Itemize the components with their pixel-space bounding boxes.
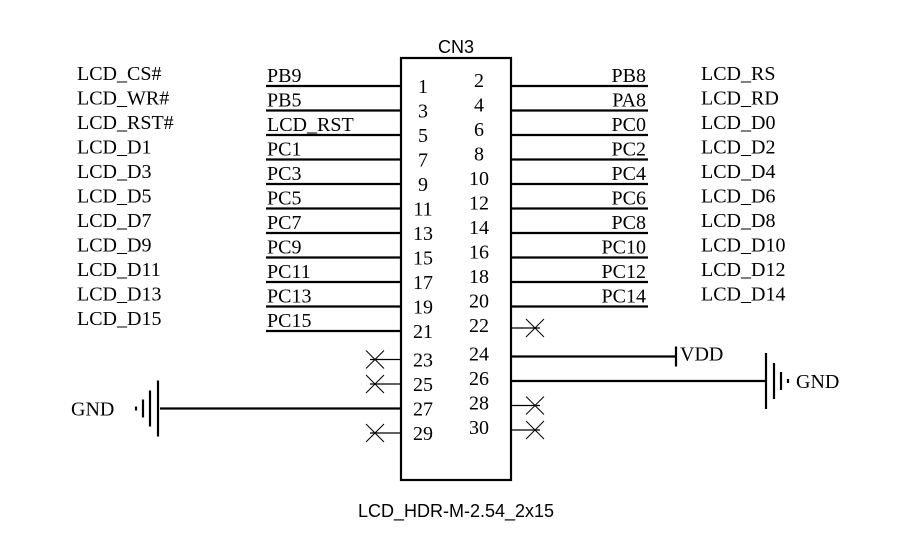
net-label-PC14: PC14 <box>602 286 646 308</box>
pin-number-25: 25 <box>413 374 433 396</box>
pin-rows: 1PB9LCD_CS#3PB5LCD_WR#5LCD_RSTLCD_RST#7P… <box>77 63 785 445</box>
pin-number-8: 8 <box>474 144 484 166</box>
pin-number-29: 29 <box>413 423 433 445</box>
signal-label-LCD_D10: LCD_D10 <box>701 235 785 257</box>
net-label-PB5: PB5 <box>267 90 301 112</box>
signal-label-LCD_D14: LCD_D14 <box>701 284 785 306</box>
no-connect-mark-pin-25 <box>365 374 385 394</box>
signal-label-LCD_D9: LCD_D9 <box>77 235 151 257</box>
net-label-PC3: PC3 <box>267 163 301 185</box>
signal-label-LCD_D1: LCD_D1 <box>77 137 151 159</box>
pin-number-3: 3 <box>418 101 428 123</box>
pin-number-22: 22 <box>469 315 489 337</box>
pin-number-24: 24 <box>469 344 489 366</box>
gnd-label-left: GND <box>71 399 114 421</box>
signal-label-LCD_D7: LCD_D7 <box>77 210 151 232</box>
no-connect-mark-pin-28 <box>525 396 545 415</box>
pin-number-28: 28 <box>469 393 489 415</box>
net-label-PC12: PC12 <box>602 261 646 283</box>
pin-number-13: 13 <box>413 223 433 245</box>
signal-label-LCD_D12: LCD_D12 <box>701 259 785 281</box>
pin-number-27: 27 <box>413 399 433 421</box>
net-label-PC7: PC7 <box>267 212 301 234</box>
net-label-PC6: PC6 <box>612 188 646 210</box>
signal-label-LCD_D15: LCD_D15 <box>77 308 161 330</box>
pin-number-1: 1 <box>418 76 428 98</box>
pin-number-30: 30 <box>469 417 489 439</box>
pin-number-16: 16 <box>469 242 489 264</box>
signal-label-LCD_RST#: LCD_RST# <box>77 112 174 134</box>
signal-label-LCD_D6: LCD_D6 <box>701 186 775 208</box>
gnd-label-right: GND <box>796 371 839 393</box>
pin-number-2: 2 <box>474 70 484 92</box>
pin-number-4: 4 <box>474 95 484 117</box>
pin-number-26: 26 <box>469 368 489 390</box>
pin-number-9: 9 <box>418 174 428 196</box>
connector-part-name: LCD_HDR-M-2.54_2x15 <box>358 501 554 522</box>
vdd-label: VDD <box>680 344 723 366</box>
net-label-PC10: PC10 <box>602 237 646 259</box>
net-label-PC5: PC5 <box>267 188 301 210</box>
net-label-PC0: PC0 <box>612 114 646 136</box>
no-connect-mark-pin-22 <box>525 318 545 338</box>
connector-body <box>399 56 513 482</box>
pin-number-18: 18 <box>469 266 489 288</box>
signal-label-LCD_D8: LCD_D8 <box>701 210 775 232</box>
pin-number-19: 19 <box>413 297 433 319</box>
pin-number-10: 10 <box>469 168 489 190</box>
net-label-PC8: PC8 <box>612 212 646 234</box>
signal-label-LCD_CS#: LCD_CS# <box>77 63 161 85</box>
net-label-PA8: PA8 <box>612 90 646 112</box>
signal-label-LCD_D0: LCD_D0 <box>701 112 775 134</box>
pin-number-7: 7 <box>418 150 428 172</box>
pin-number-20: 20 <box>469 291 489 313</box>
net-label-PB8: PB8 <box>612 65 646 87</box>
pin-number-14: 14 <box>469 217 489 239</box>
pin-number-17: 17 <box>413 272 433 294</box>
pin-number-11: 11 <box>413 199 432 221</box>
no-connect-mark-pin-29 <box>365 423 385 443</box>
pin-number-15: 15 <box>413 248 433 270</box>
signal-label-LCD_D4: LCD_D4 <box>701 161 775 183</box>
signal-label-LCD_RD: LCD_RD <box>701 88 779 110</box>
net-label-PC1: PC1 <box>267 139 301 161</box>
net-label-PB9: PB9 <box>267 65 301 87</box>
pin-number-5: 5 <box>418 125 428 147</box>
signal-label-LCD_RS: LCD_RS <box>701 63 775 85</box>
signal-label-LCD_WR#: LCD_WR# <box>77 88 169 110</box>
net-label-PC2: PC2 <box>612 139 646 161</box>
net-label-PC4: PC4 <box>612 163 646 185</box>
connector-ref: CN3 <box>438 37 474 57</box>
signal-label-LCD_D2: LCD_D2 <box>701 137 775 159</box>
net-label-LCD_RST: LCD_RST <box>267 114 354 136</box>
no-connect-mark-pin-30 <box>525 420 545 440</box>
signal-label-LCD_D3: LCD_D3 <box>77 161 151 183</box>
pin-number-6: 6 <box>474 119 484 141</box>
power-connections: GND VDD GND <box>71 344 839 437</box>
net-label-PC9: PC9 <box>267 237 301 259</box>
pin-number-21: 21 <box>413 321 433 343</box>
net-label-PC13: PC13 <box>267 286 311 308</box>
pin-number-23: 23 <box>413 350 433 372</box>
net-label-PC11: PC11 <box>267 261 311 283</box>
net-label-PC15: PC15 <box>267 310 311 332</box>
signal-label-LCD_D13: LCD_D13 <box>77 284 161 306</box>
signal-label-LCD_D11: LCD_D11 <box>77 259 161 281</box>
no-connect-mark-pin-23 <box>365 350 385 369</box>
signal-label-LCD_D5: LCD_D5 <box>77 186 151 208</box>
pin-number-12: 12 <box>469 193 489 215</box>
